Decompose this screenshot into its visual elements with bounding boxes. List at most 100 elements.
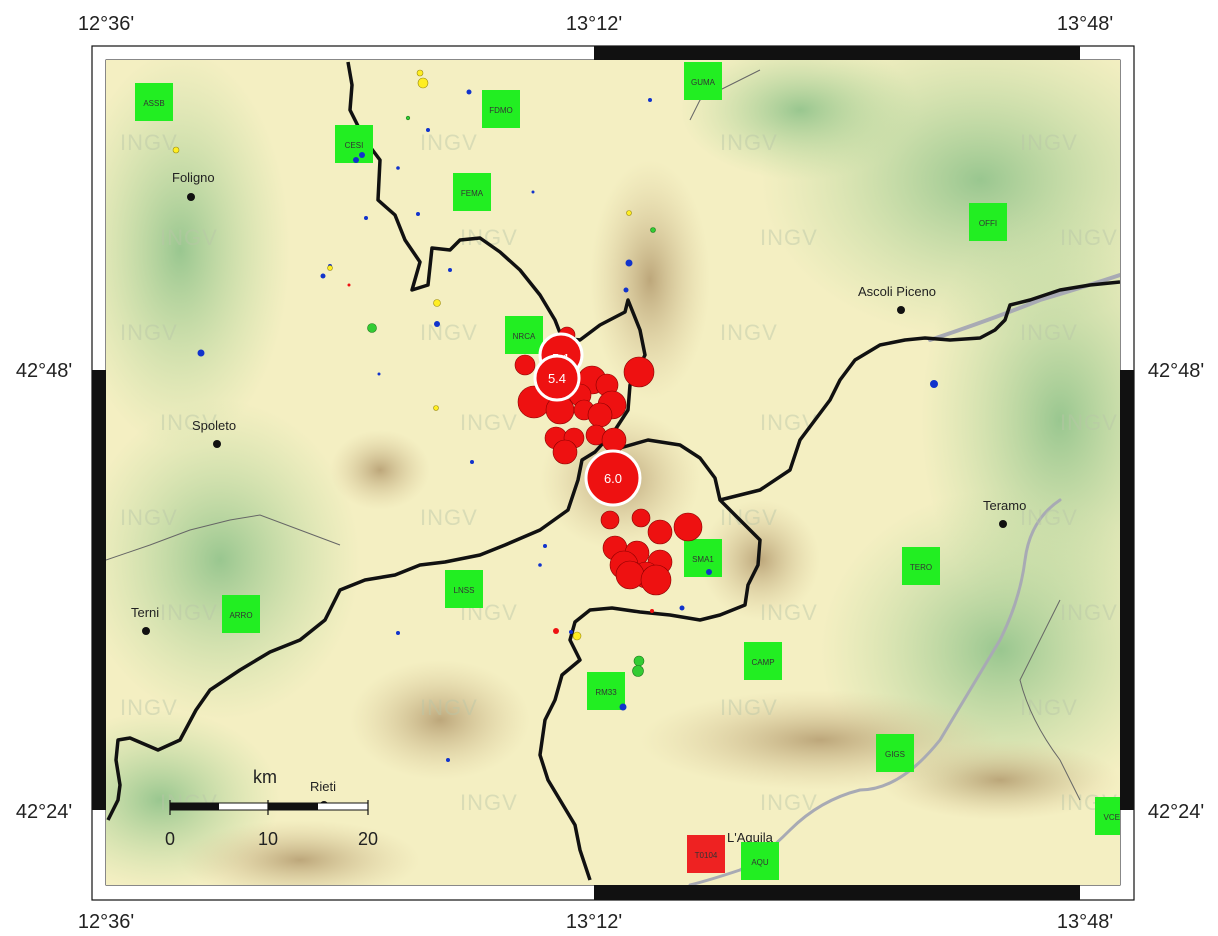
svg-text:INGV: INGV [1020,695,1078,720]
svg-text:NRCA: NRCA [513,332,536,341]
svg-text:INGV: INGV [1060,600,1118,625]
region-boundaries [106,61,1120,881]
station-t0104[interactable]: T0104 [687,835,725,873]
coordinate-labels: 12°36' 13°12' 13°48' 12°36' 13°12' 13°48… [16,13,1204,933]
station-sma1[interactable]: SMA1 [684,539,722,577]
svg-text:FDMO: FDMO [489,106,513,115]
svg-text:INGV: INGV [120,320,178,345]
small-events-red [347,283,654,634]
small-events-yellow [172,69,632,641]
svg-text:INGV: INGV [420,320,478,345]
svg-text:INGV: INGV [420,130,478,155]
svg-text:LNSS: LNSS [454,586,475,595]
svg-text:INGV: INGV [420,695,478,720]
svg-text:INGV: INGV [420,505,478,530]
svg-text:42°24': 42°24' [16,801,72,823]
svg-text:INGV: INGV [160,225,218,250]
svg-text:20: 20 [358,829,378,849]
svg-text:INGV: INGV [760,790,818,815]
station-assb[interactable]: ASSB [135,83,173,121]
svg-text:12°36': 12°36' [78,13,134,35]
city-ascoli-piceno: Ascoli Piceno [858,284,936,314]
svg-text:INGV: INGV [1060,410,1118,435]
svg-text:CAMP: CAMP [751,658,774,667]
svg-text:42°48': 42°48' [1148,360,1204,382]
svg-text:13°12': 13°12' [566,911,622,933]
station-rm33[interactable]: RM33 [587,672,625,710]
svg-text:Ascoli Piceno: Ascoli Piceno [858,284,936,299]
svg-text:AQU: AQU [751,858,769,867]
city-markers: Foligno Spoleto Terni Rieti Ascoli Picen… [131,170,1026,845]
labeled-event-6-0[interactable]: 6.0 [584,449,642,507]
stations: ASSB CESI FDMO FEMA GUMA OFFI NRCA SMA1 … [135,62,1133,880]
station-camp[interactable]: CAMP [744,642,782,680]
earthquake-events: 5.1 5.4 6.0 [172,69,938,762]
svg-text:INGV: INGV [720,320,778,345]
svg-text:5.4: 5.4 [548,371,566,386]
svg-text:6.0: 6.0 [604,471,622,486]
svg-text:SMA1: SMA1 [692,555,714,564]
station-fema[interactable]: FEMA [453,173,491,211]
svg-text:13°48': 13°48' [1057,13,1113,35]
svg-text:0: 0 [165,829,175,849]
station-cesi[interactable]: CESI [335,125,373,163]
station-tero[interactable]: TERO [902,547,940,585]
station-vcel[interactable]: VCEL [1095,797,1133,835]
svg-text:42°24': 42°24' [1148,801,1204,823]
svg-text:12°36': 12°36' [78,911,134,933]
svg-text:INGV: INGV [460,790,518,815]
svg-text:INGV: INGV [1060,225,1118,250]
svg-text:INGV: INGV [760,410,818,435]
station-arro[interactable]: ARRO [222,595,260,633]
svg-text:10: 10 [258,829,278,849]
svg-text:INGV: INGV [160,600,218,625]
svg-text:ARRO: ARRO [229,611,252,620]
station-aqu[interactable]: AQU [741,842,779,880]
city-foligno: Foligno [172,170,215,201]
terrain: INGV INGV INGV INGV INGV INGV INGV INGV … [106,60,1133,885]
labeled-event-5-4[interactable]: 5.4 [533,354,581,402]
station-lnss[interactable]: LNSS [445,570,483,608]
svg-text:OFFI: OFFI [979,219,997,228]
city-laquila: L'Aquila [727,830,774,845]
svg-text:km: km [253,767,277,787]
station-offi[interactable]: OFFI [969,203,1007,241]
svg-text:Spoleto: Spoleto [192,418,236,433]
station-nrca[interactable]: NRCA [505,316,543,354]
large-events-red [514,326,703,596]
station-fdmo[interactable]: FDMO [482,90,520,128]
svg-text:INGV: INGV [760,225,818,250]
svg-text:INGV: INGV [460,410,518,435]
svg-text:Foligno: Foligno [172,170,215,185]
city-teramo: Teramo [983,498,1026,528]
station-guma[interactable]: GUMA [684,62,722,100]
svg-text:INGV: INGV [120,505,178,530]
scale-bar: km 0 10 20 [165,767,378,849]
station-gigs[interactable]: GIGS [876,734,914,772]
svg-text:INGV: INGV [120,130,178,155]
svg-text:INGV: INGV [760,600,818,625]
svg-text:GIGS: GIGS [885,750,905,759]
svg-text:Terni: Terni [131,605,159,620]
svg-text:INGV: INGV [1020,130,1078,155]
svg-text:13°12': 13°12' [566,13,622,35]
svg-text:GUMA: GUMA [691,78,716,87]
city-spoleto: Spoleto [192,418,236,448]
svg-text:L'Aquila: L'Aquila [727,830,774,845]
svg-text:RM33: RM33 [595,688,617,697]
svg-text:TERO: TERO [910,563,932,572]
svg-text:42°48': 42°48' [16,360,72,382]
svg-text:INGV: INGV [720,130,778,155]
svg-text:13°48': 13°48' [1057,911,1113,933]
svg-text:ASSB: ASSB [143,99,164,108]
svg-text:Teramo: Teramo [983,498,1026,513]
svg-text:CESI: CESI [345,141,364,150]
svg-text:FEMA: FEMA [461,189,484,198]
city-terni: Terni [131,605,159,635]
svg-text:Rieti: Rieti [310,779,336,794]
svg-text:INGV: INGV [160,410,218,435]
svg-text:VCEL: VCEL [1104,813,1125,822]
svg-text:INGV: INGV [720,695,778,720]
small-events-green [367,115,656,677]
